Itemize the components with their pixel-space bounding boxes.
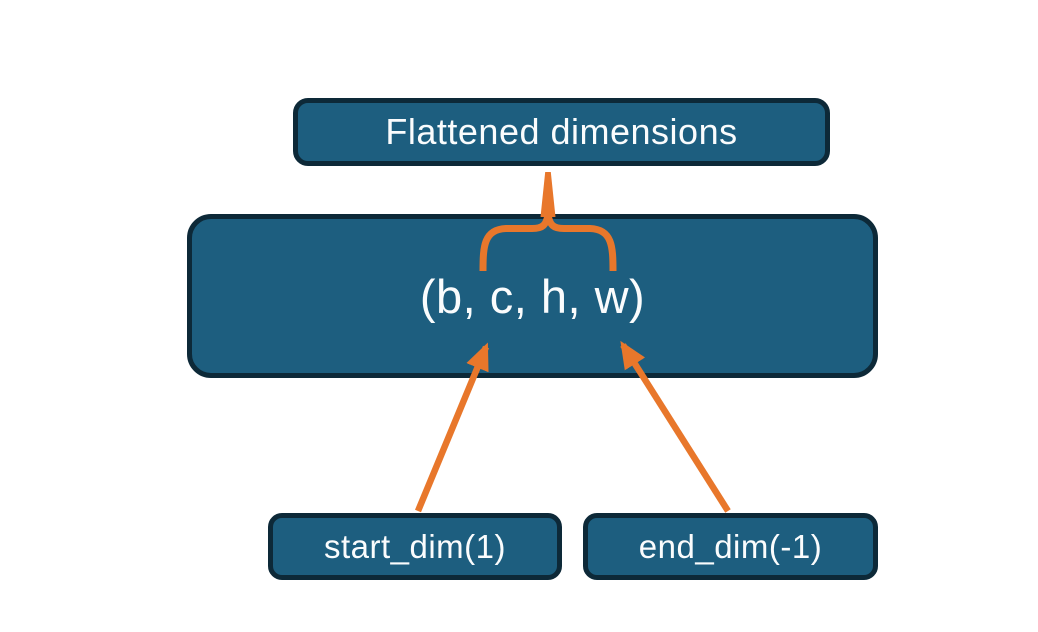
node-start-dim-label: start_dim(1) [323,528,507,565]
node-flattened-dimensions: Flattened dimensions [293,98,830,166]
node-tensor-shape-label: (b, c, h, w) [419,269,646,323]
node-flattened-dimensions-label: Flattened dimensions [385,111,738,152]
node-tensor-shape: (b, c, h, w) [187,214,878,378]
node-start-dim: start_dim(1) [268,513,562,580]
brace-stub-connector [540,172,556,217]
node-end-dim-label: end_dim(-1) [638,528,823,565]
node-end-dim: end_dim(-1) [583,513,878,580]
